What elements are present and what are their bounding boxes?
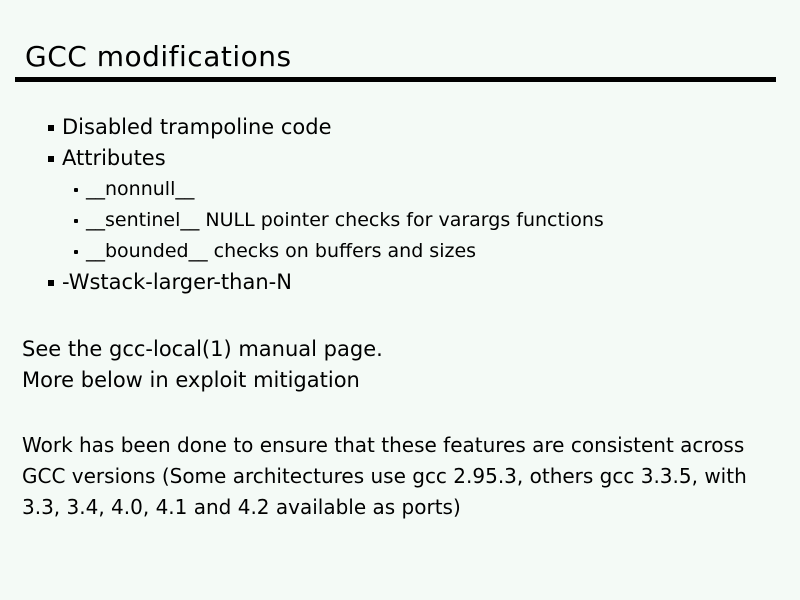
bullet-text: Disabled trampoline code: [62, 115, 332, 139]
sub-bullet-item: __nonnull__: [0, 174, 604, 205]
paragraph-line: 3.3, 3.4, 4.0, 4.1 and 4.2 available as …: [22, 495, 461, 519]
paragraph-block: Work has been done to ensure that these …: [22, 430, 747, 523]
bullet-item: Disabled trampoline code: [0, 112, 604, 143]
square-bullet-icon: [48, 156, 54, 162]
dot-bullet-icon: [74, 219, 78, 223]
slide-title: GCC modifications: [25, 40, 292, 73]
title-underline-rule: [15, 77, 776, 82]
bullet-item: Attributes: [0, 143, 604, 174]
paragraph-line: GCC versions (Some architectures use gcc…: [22, 464, 747, 488]
sub-bullet-item: __bounded__ checks on buffers and sizes: [0, 236, 604, 267]
paragraph-line: Work has been done to ensure that these …: [22, 433, 745, 457]
notes-block: See the gcc-local(1) manual page. More b…: [22, 334, 383, 396]
bullet-text: Attributes: [62, 146, 166, 170]
bullet-text: -Wstack-larger-than-N: [62, 270, 292, 294]
dot-bullet-icon: [74, 250, 78, 254]
sub-bullet-text: __nonnull__: [86, 178, 195, 200]
note-line: More below in exploit mitigation: [22, 368, 360, 392]
dot-bullet-icon: [74, 188, 78, 192]
square-bullet-icon: [48, 280, 54, 286]
bullet-list: Disabled trampoline code Attributes __no…: [0, 112, 604, 298]
sub-bullet-text: __sentinel__ NULL pointer checks for var…: [86, 209, 604, 231]
square-bullet-icon: [48, 125, 54, 131]
sub-bullet-text: __bounded__ checks on buffers and sizes: [86, 240, 477, 262]
bullet-item: -Wstack-larger-than-N: [0, 267, 604, 298]
sub-bullet-item: __sentinel__ NULL pointer checks for var…: [0, 205, 604, 236]
note-line: See the gcc-local(1) manual page.: [22, 337, 383, 361]
